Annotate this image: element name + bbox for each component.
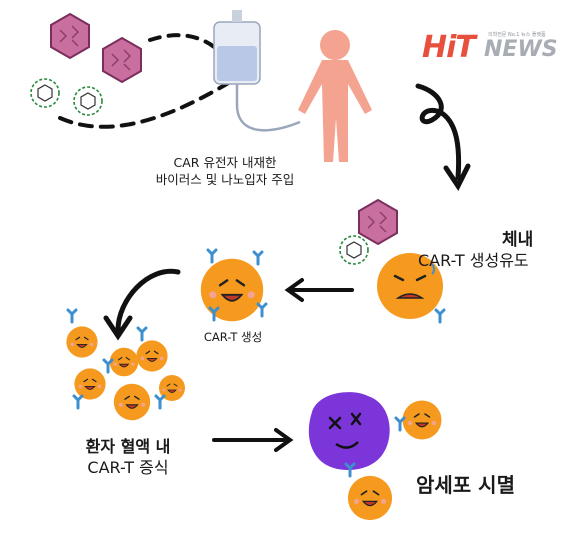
step-invivo-line2: CAR-T 생성유도: [418, 251, 529, 271]
step-blood-line1: 환자 혈액 내: [85, 437, 171, 456]
step-inject-line2: 바이러스 및 나노입자 주입: [155, 171, 295, 187]
flow-arrow-1: [415, 83, 471, 191]
host-t-cell-icon: [377, 253, 446, 324]
car-t-cell-icon: [344, 462, 393, 521]
step-blood-label: 환자 혈액 내 CAR-T 증식: [58, 437, 198, 479]
logo-news-text: NEWS: [484, 37, 558, 62]
delivery-path: [58, 80, 232, 129]
flow-arrow-4: [212, 428, 294, 452]
iv-bag-icon: [213, 10, 301, 132]
nanoparticle-icon: [73, 86, 103, 116]
flow-arrow-2: [284, 278, 354, 302]
step-inject-line1: CAR 유전자 내재한: [173, 155, 277, 170]
car-t-cell-icon: [199, 248, 268, 323]
logo-tagline: 의학전문 No.1 뉴스 플랫폼: [488, 32, 546, 38]
nanoparticle-icon: [30, 78, 60, 108]
step-cart-label: CAR-T 생성: [203, 330, 263, 344]
patient-body-icon: [298, 30, 372, 162]
cancer-cell-icon: [308, 392, 390, 471]
hitnews-logo: HiT 의학전문 No.1 뉴스 플랫폼 NEWS: [422, 28, 572, 72]
step-inject-label: CAR 유전자 내재한 바이러스 및 나노입자 주입: [150, 155, 300, 189]
car-t-cell-icon: [394, 399, 443, 441]
virus-particle-icon: [102, 37, 142, 83]
step-kill-label: 암세포 시멸: [416, 473, 515, 497]
flow-arrow-3: [103, 268, 181, 341]
nanoparticle-icon: [339, 235, 369, 265]
step-invivo-label: 체내 CAR-T 생성유도: [418, 230, 582, 271]
logo-hit-text: HiT: [422, 30, 476, 65]
virus-particle-icon: [358, 199, 398, 245]
step-blood-line2: CAR-T 증식: [87, 457, 169, 477]
step-invivo-line1: 체내: [502, 230, 534, 250]
virus-particle-icon: [50, 13, 90, 59]
